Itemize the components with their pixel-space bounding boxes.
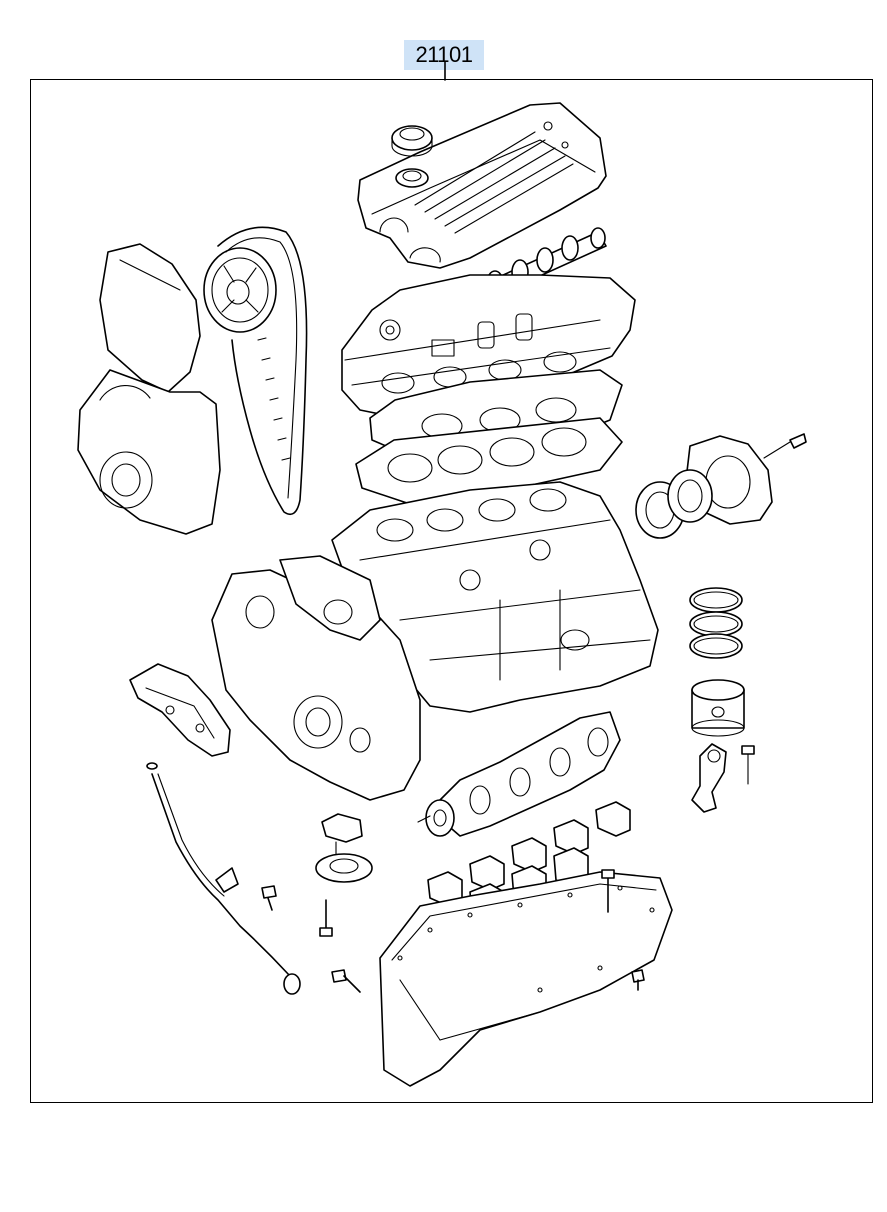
rocker-cover-icon[interactable] [357, 102, 607, 269]
ring-icon[interactable] [689, 587, 743, 659]
diagram-frame [30, 79, 873, 1103]
gasket-icon[interactable] [355, 417, 623, 505]
cylinder-head-icon[interactable] [341, 274, 636, 419]
strainer-icon[interactable] [315, 813, 373, 883]
crankshaft-icon[interactable] [417, 711, 621, 837]
engine-block-icon[interactable] [331, 481, 659, 713]
belt-icon[interactable] [217, 226, 308, 516]
dipstick-icon[interactable] [146, 762, 301, 995]
piston-icon[interactable] [691, 679, 745, 737]
oil-pan-icon[interactable] [379, 871, 673, 1087]
bracket-icon[interactable] [129, 663, 231, 757]
bolt-icon[interactable] [261, 869, 645, 993]
seal-case-icon[interactable] [635, 433, 807, 539]
oil-pump-icon[interactable] [211, 555, 421, 801]
connecting-rod-icon[interactable] [691, 743, 755, 813]
pulley-icon[interactable] [203, 247, 277, 333]
part-number-label[interactable]: 21101 [404, 40, 484, 70]
cap-icon[interactable] [391, 125, 433, 188]
cover-icon[interactable] [77, 243, 221, 535]
